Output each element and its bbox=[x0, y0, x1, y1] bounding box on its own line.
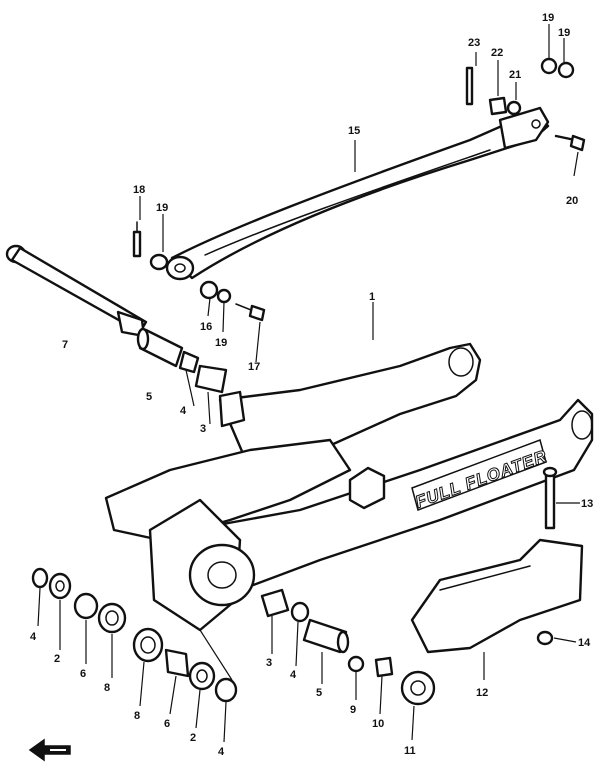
part-14-collar bbox=[536, 630, 554, 646]
callout-11: 11 bbox=[404, 745, 416, 757]
part-4-bushing-lower-right bbox=[290, 601, 310, 623]
part-21-washer bbox=[506, 100, 522, 116]
part-11-sprocket-cap bbox=[400, 670, 436, 706]
callout-5-lower: 5 bbox=[316, 687, 322, 699]
part-16-bushing bbox=[199, 280, 219, 300]
callout-19-top-right: 19 bbox=[558, 27, 570, 39]
callout-8-lower-center: 8 bbox=[134, 710, 140, 722]
callout-19-left: 19 bbox=[156, 202, 168, 214]
part-4-bushing-lower-center bbox=[214, 677, 238, 703]
part-8-seal-lower-center bbox=[132, 627, 164, 663]
part-3-spacer-lower bbox=[260, 588, 290, 618]
callout-21: 21 bbox=[509, 69, 521, 81]
part-19-washer-top-2 bbox=[557, 61, 575, 79]
callout-labels: 1 15 23 22 21 19 19 20 18 19 16 19 17 7 … bbox=[30, 12, 593, 758]
callout-8-lower-left: 8 bbox=[104, 682, 110, 694]
callout-4-lower-right: 4 bbox=[290, 669, 297, 681]
part-2-bearing-lower-center bbox=[188, 661, 216, 691]
callout-2-lower-center: 2 bbox=[190, 732, 196, 744]
part-4-bushing-lower-left bbox=[31, 567, 49, 589]
part-19-washer-mid bbox=[216, 288, 232, 304]
part-3-spacer-upper bbox=[194, 364, 228, 394]
callout-13: 13 bbox=[581, 498, 593, 510]
part-15-shock-rod bbox=[165, 106, 550, 281]
part-9-washer bbox=[347, 655, 365, 673]
callout-14: 14 bbox=[578, 637, 591, 649]
callout-17: 17 bbox=[248, 361, 260, 373]
arrow-left-icon bbox=[28, 738, 71, 762]
part-19-washer-left bbox=[149, 253, 169, 271]
part-5-spacer-upper bbox=[136, 327, 184, 368]
callout-3-upper: 3 bbox=[200, 423, 206, 435]
part-12-chain-buffer bbox=[410, 538, 584, 654]
callout-2-lower-left: 2 bbox=[54, 653, 60, 665]
leader-lines bbox=[37, 24, 580, 743]
callout-9: 9 bbox=[350, 704, 356, 716]
callout-12: 12 bbox=[476, 687, 488, 699]
callout-16: 16 bbox=[200, 321, 212, 333]
part-17-bolt bbox=[235, 303, 266, 322]
callout-4-upper: 4 bbox=[180, 405, 187, 417]
callout-19-top-left: 19 bbox=[542, 12, 554, 24]
callout-3-lower: 3 bbox=[266, 657, 272, 669]
part-1-swingarm: FULL FLOATER bbox=[104, 342, 594, 632]
callout-1: 1 bbox=[369, 291, 375, 303]
part-5-spacer-lower bbox=[302, 618, 350, 654]
part-13-bolt bbox=[542, 466, 558, 530]
callout-15: 15 bbox=[348, 125, 360, 137]
callout-19-mid: 19 bbox=[215, 337, 227, 349]
callout-6-lower-left: 6 bbox=[80, 668, 86, 680]
part-10-nut bbox=[374, 656, 394, 678]
part-2-bearing-lower-left bbox=[48, 572, 72, 600]
callout-20: 20 bbox=[566, 195, 578, 207]
part-22-nut bbox=[488, 96, 508, 116]
part-18-cotter-pin bbox=[132, 221, 142, 258]
callout-10: 10 bbox=[372, 718, 384, 730]
callout-23: 23 bbox=[468, 37, 480, 49]
part-20-bolt bbox=[554, 134, 586, 152]
part-7-pivot-shaft bbox=[5, 244, 148, 338]
part-19-washer-top-1 bbox=[540, 57, 558, 75]
callout-6-lower-center: 6 bbox=[164, 718, 170, 730]
part-23-cotter-pin bbox=[465, 66, 474, 106]
callout-7: 7 bbox=[62, 339, 68, 351]
callout-18: 18 bbox=[133, 184, 145, 196]
callout-22: 22 bbox=[491, 47, 503, 59]
part-6-spacer-lower-center bbox=[164, 648, 190, 678]
callout-4-lower-center: 4 bbox=[218, 746, 225, 758]
part-8-seal-lower-left bbox=[97, 602, 127, 634]
callout-4-lower-left: 4 bbox=[30, 631, 37, 643]
callout-5-upper: 5 bbox=[146, 391, 152, 403]
part-6-spacer-lower-left bbox=[73, 592, 99, 620]
part-4-bushing-upper bbox=[178, 350, 200, 374]
